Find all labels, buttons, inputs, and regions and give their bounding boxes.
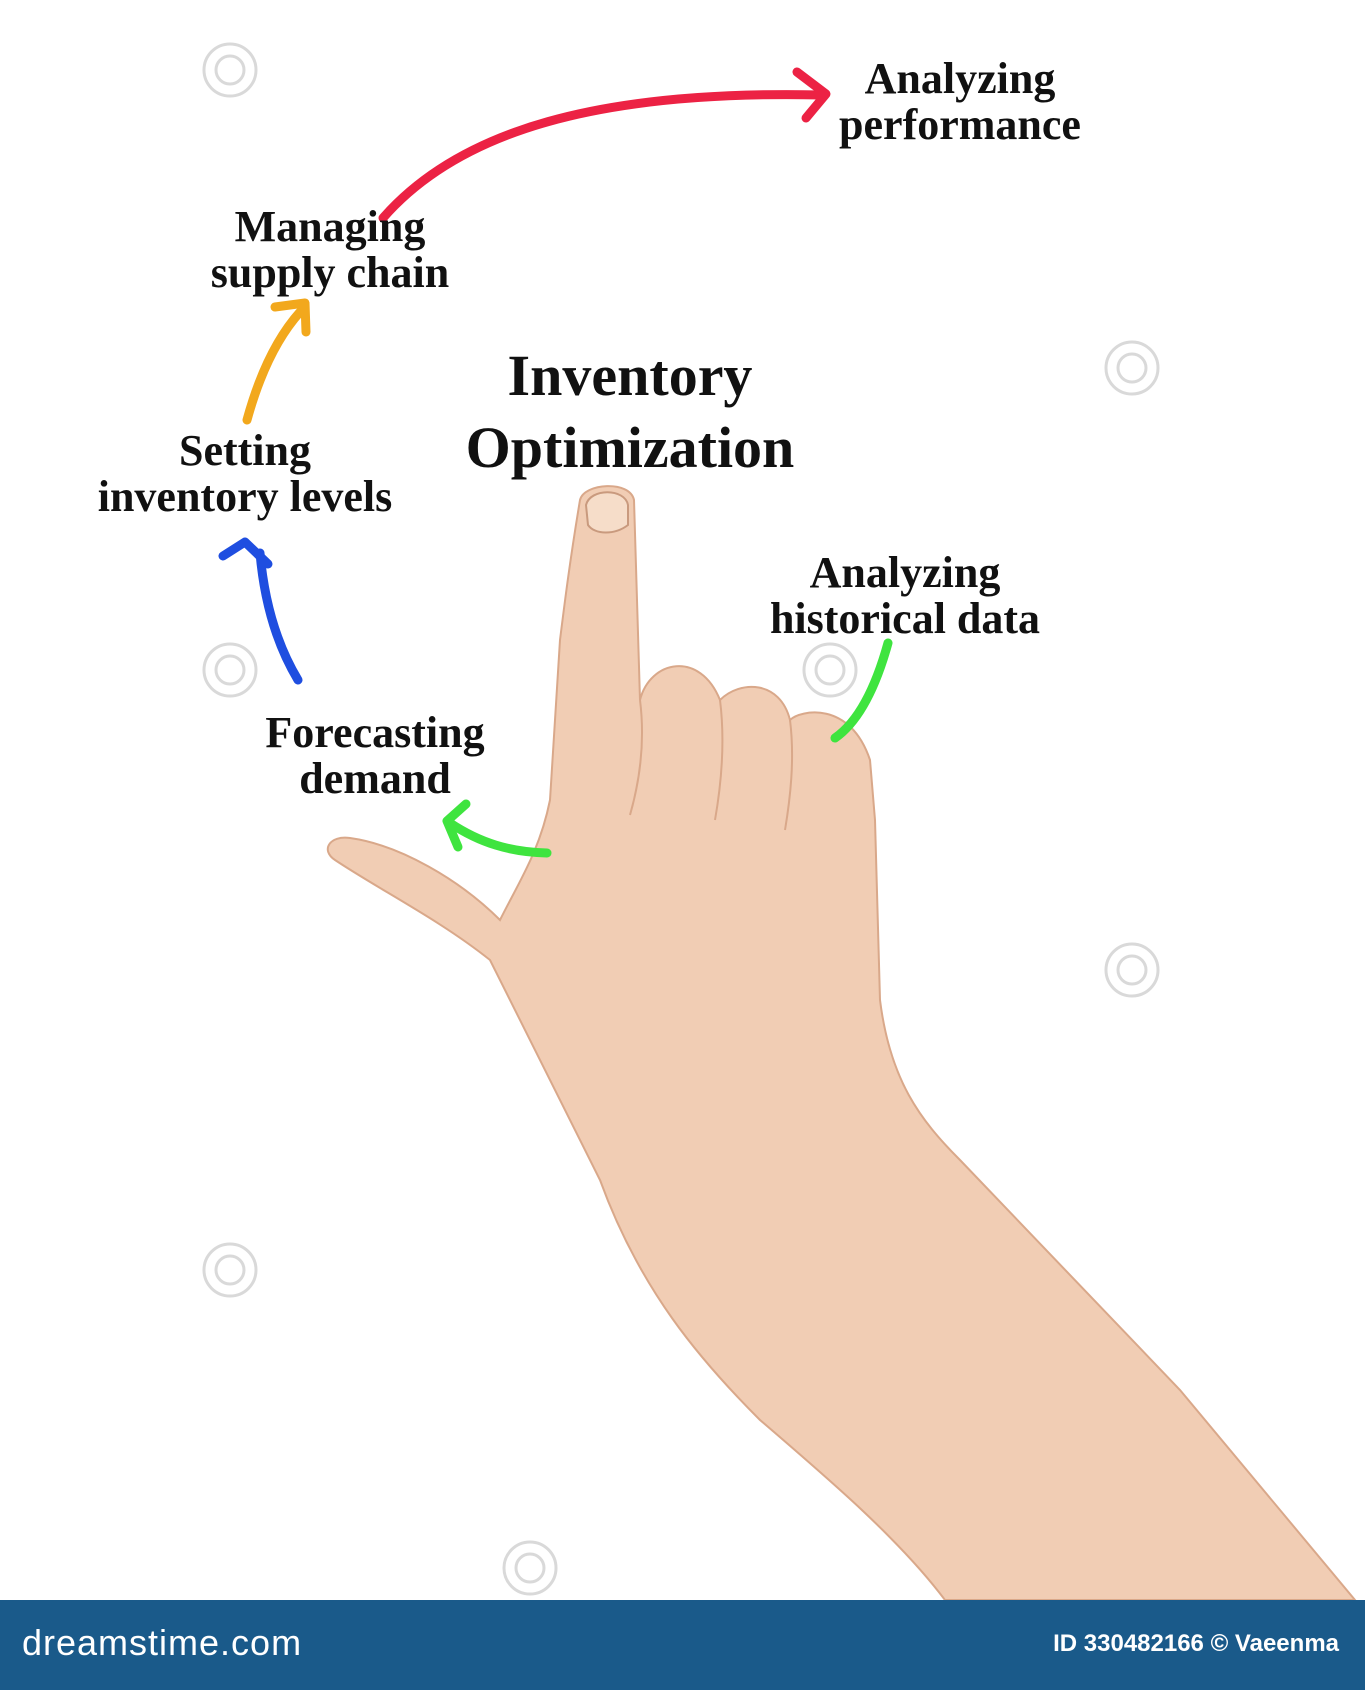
step-setting-inventory-levels: Setting inventory levels bbox=[97, 426, 393, 521]
brand-logo-text: dreamstime.com bbox=[22, 1622, 303, 1663]
stock-footer-bar: dreamstime.com ID 330482166 © Vaeenma bbox=[0, 1600, 1365, 1690]
step-analyzing-historical-data: Analyzing historical data bbox=[769, 548, 1041, 643]
pointing-hand-image bbox=[326, 485, 1358, 1601]
image-credit: ID 330482166 © Vaeenma bbox=[1053, 1630, 1339, 1657]
diagram-title: Inventory Optimization bbox=[465, 343, 795, 480]
step-analyzing-performance: Analyzing performance bbox=[839, 54, 1081, 149]
arrow-setting-to-managing bbox=[242, 298, 311, 425]
arrow-forecasting-to-setting bbox=[218, 537, 303, 685]
arrow-managing-to-performance bbox=[378, 67, 831, 223]
arrow-historical-to-forecasting bbox=[442, 638, 893, 858]
step-forecasting-demand: Forecasting demand bbox=[265, 708, 485, 803]
step-managing-supply-chain: Managing supply chain bbox=[210, 202, 450, 297]
